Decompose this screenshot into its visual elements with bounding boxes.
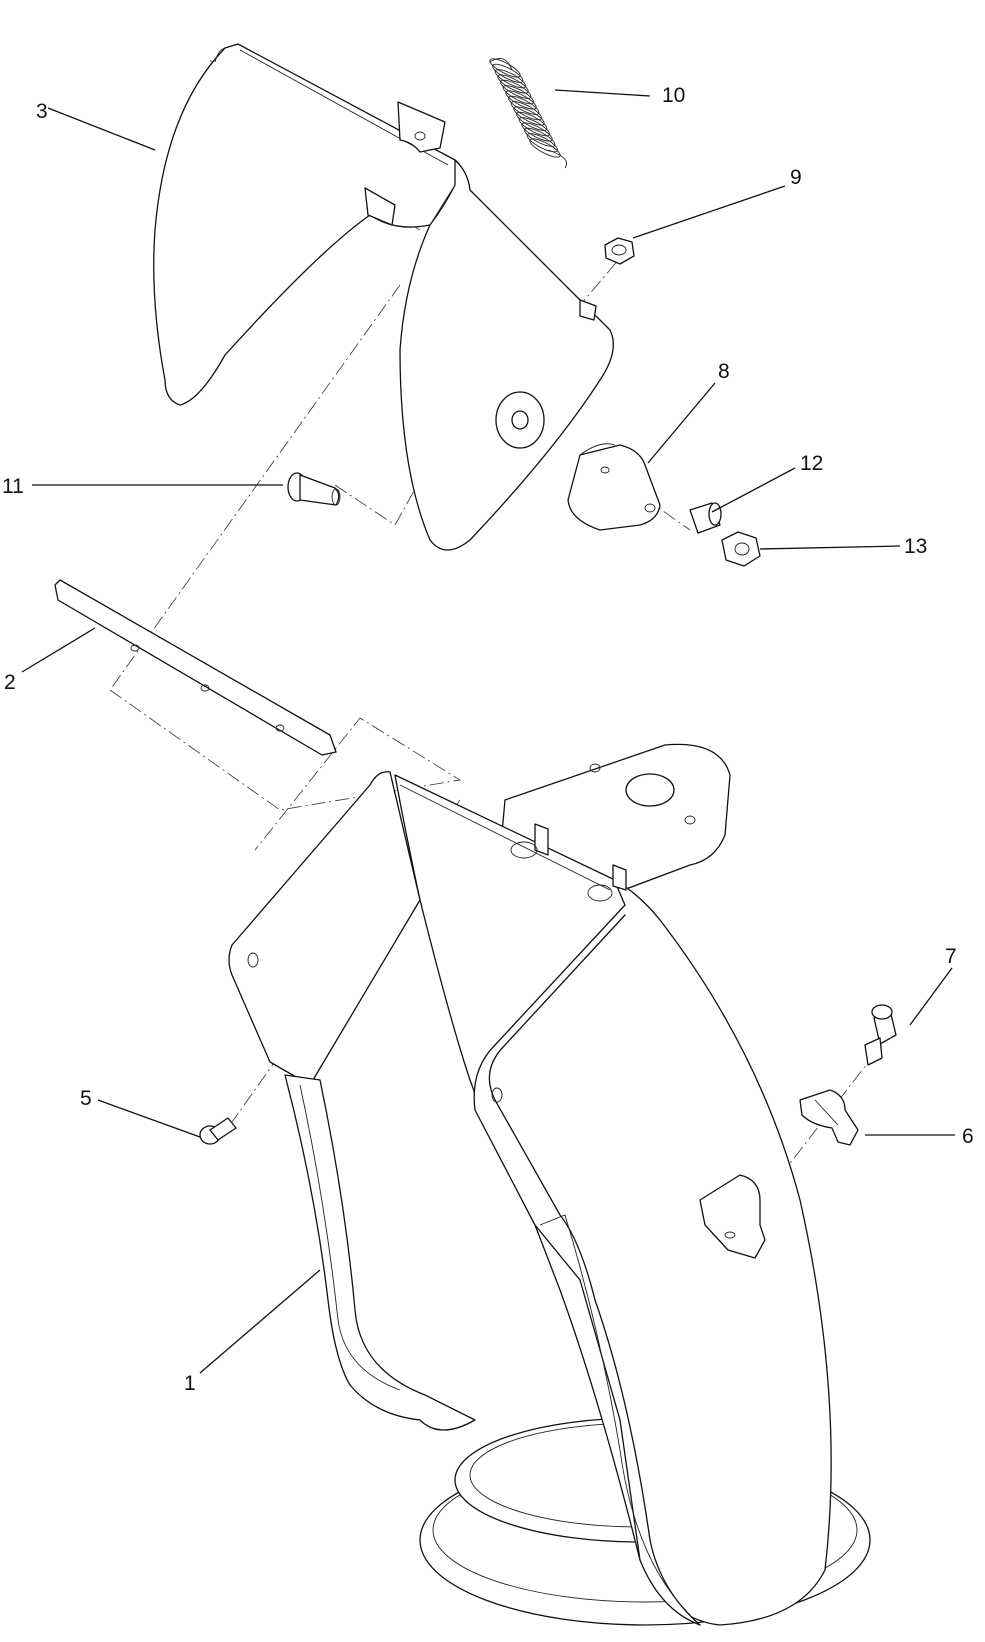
callout-13: 13: [904, 535, 927, 558]
hex-nut-part-13: [721, 531, 761, 567]
callout-labels: 3 10 9 8 12 13 11 2 5 1 7 6: [2, 84, 974, 1395]
callout-2: 2: [4, 671, 16, 694]
callout-10: 7: [945, 945, 957, 968]
bracket-part-6: [567, 443, 661, 531]
flange-nut-part-7: [604, 237, 635, 265]
leader-lines: [21, 89, 955, 1374]
callout-11: 11: [2, 475, 24, 498]
spacer-part-12: [689, 502, 722, 534]
spring-coil: [529, 138, 561, 158]
callout-12: 12: [800, 452, 823, 475]
callout-1: 1: [184, 1372, 196, 1395]
callout-9: 6: [962, 1125, 974, 1148]
flange-bolt-part-10: [864, 1004, 897, 1066]
pin-part-11: [287, 472, 341, 506]
callout-6: 8: [718, 360, 730, 383]
callout-7: 9: [790, 166, 802, 189]
callout-8: 10: [662, 84, 685, 107]
plate-part-2: [54, 579, 337, 756]
chute-part-1: [228, 743, 871, 1626]
deflector-part-3: [153, 43, 614, 551]
carriage-bolt-part-5: [199, 1117, 237, 1145]
callout-5: 5: [80, 1087, 92, 1110]
spring-part-8: [489, 57, 568, 169]
clip-part-9: [799, 1089, 859, 1146]
callout-3: 3: [36, 100, 48, 123]
